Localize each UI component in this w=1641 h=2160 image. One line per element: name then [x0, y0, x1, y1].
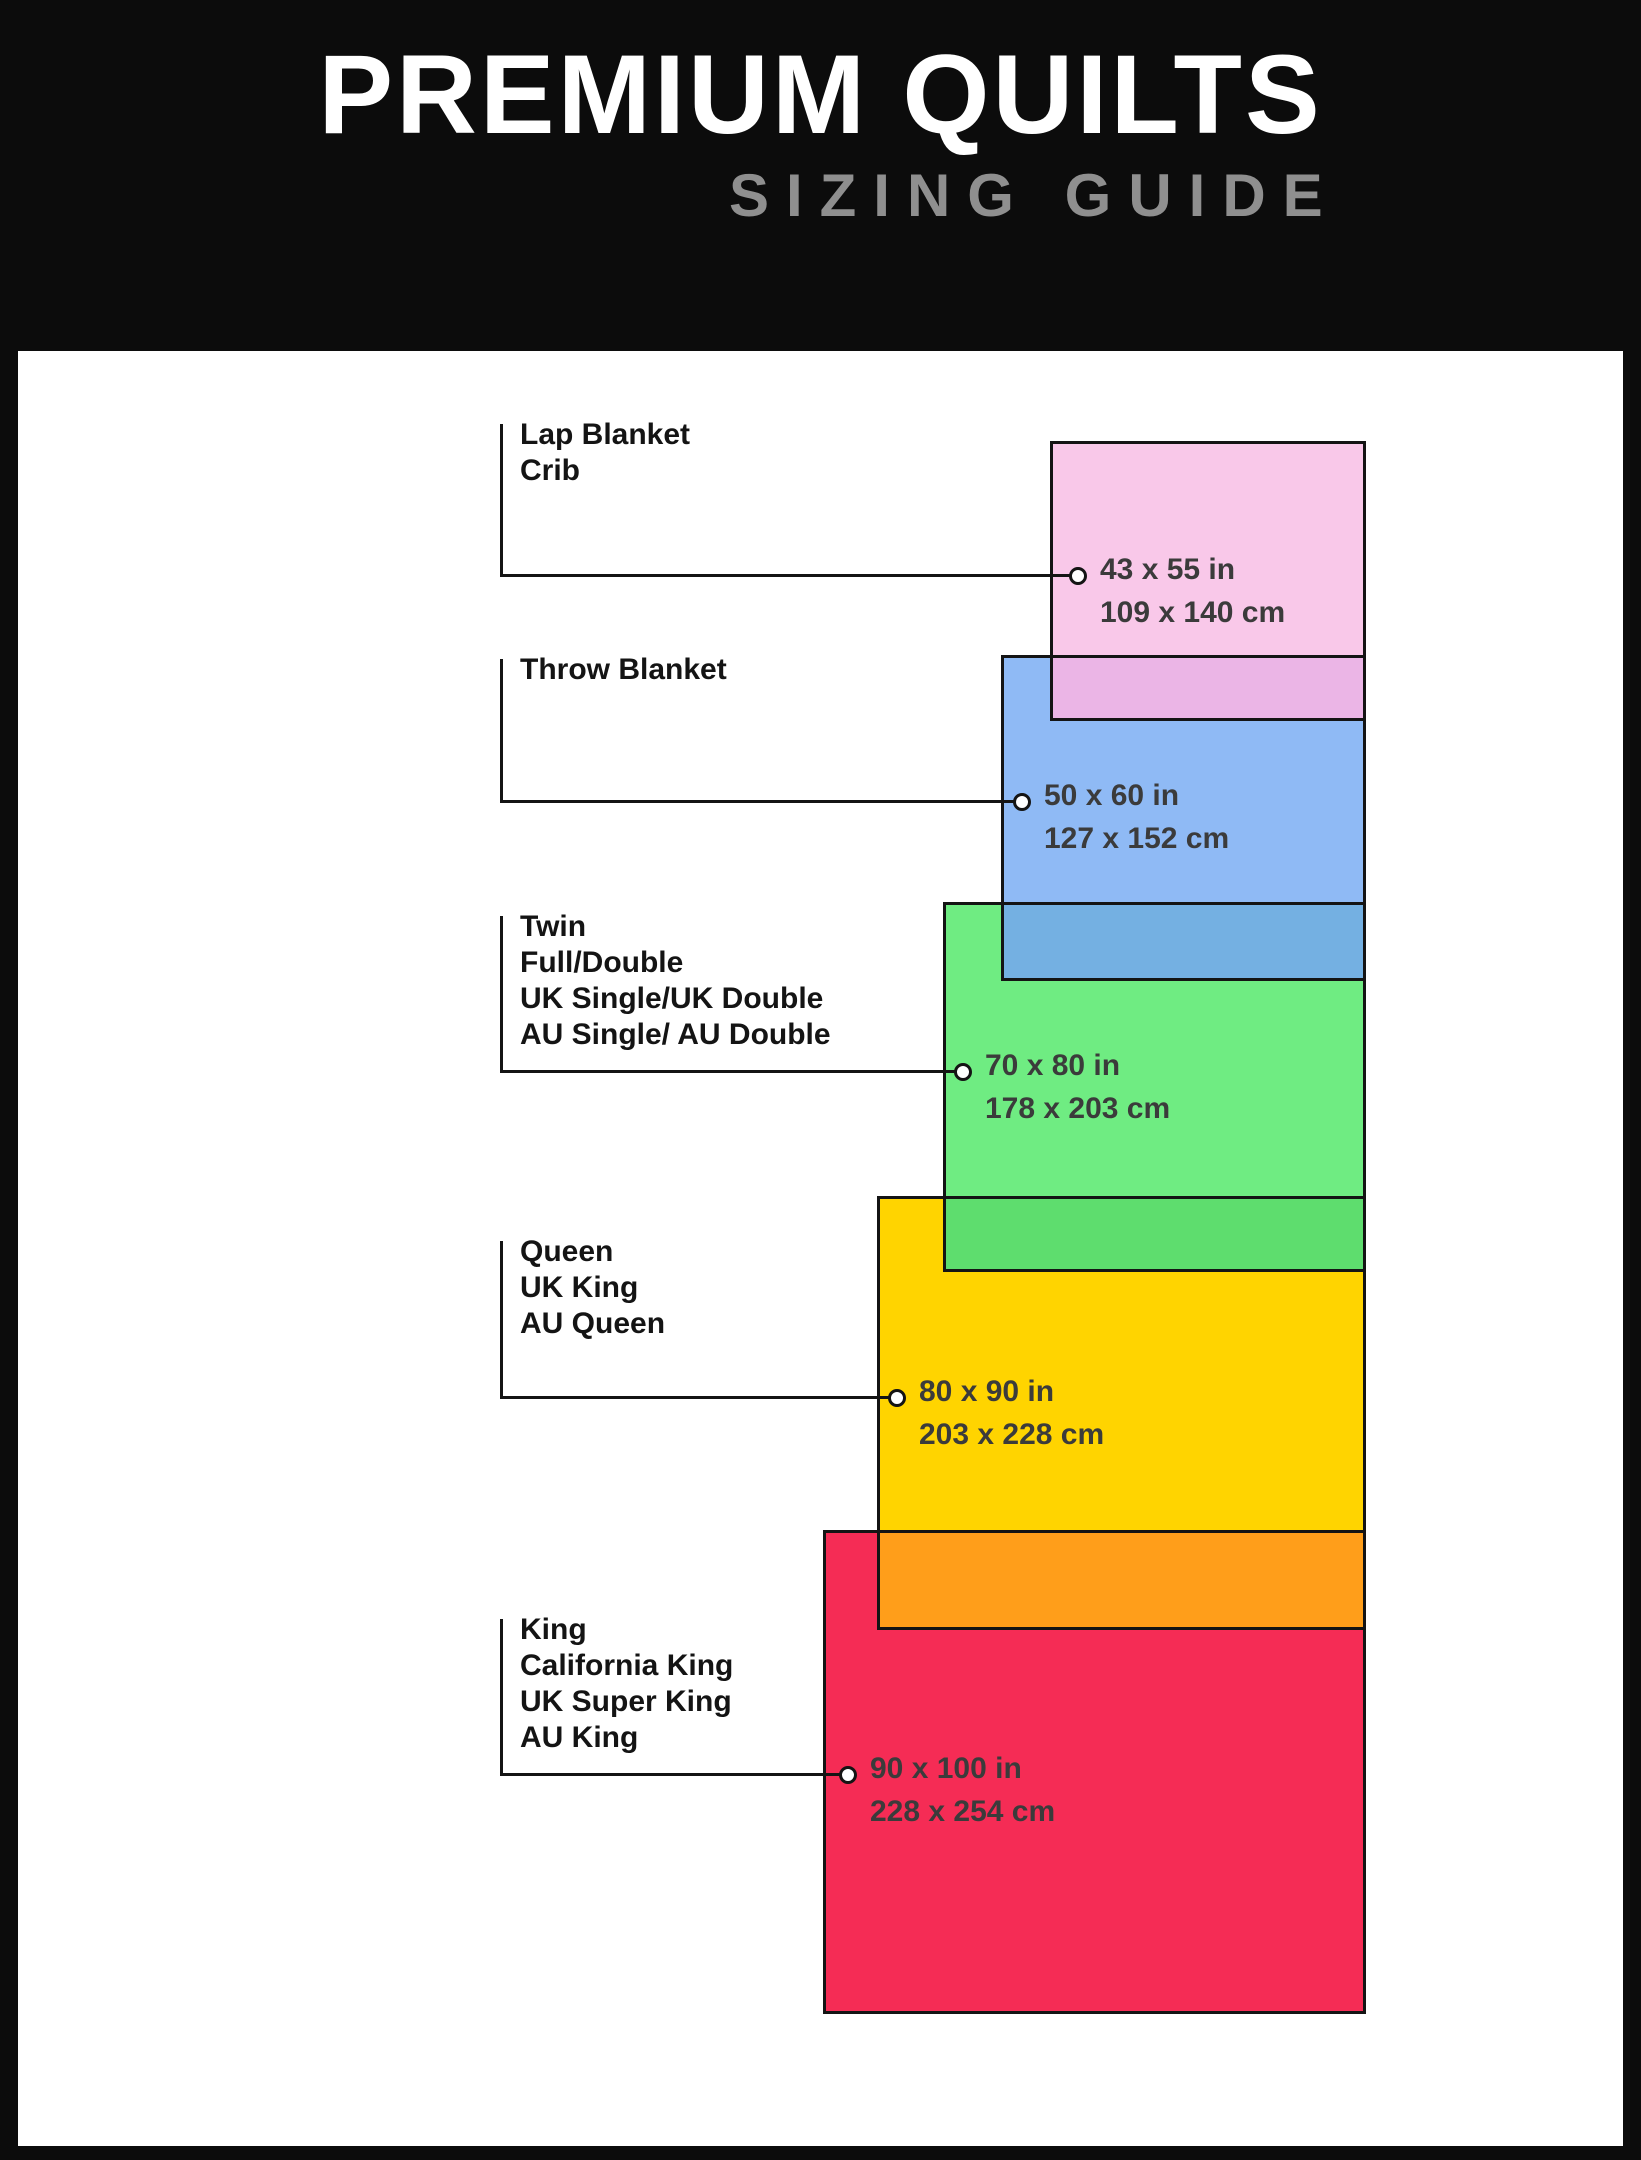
size-cm: 178 x 203 cm [985, 1092, 1171, 1125]
connector-dot-king [839, 1766, 857, 1784]
size-cm: 228 x 254 cm [870, 1795, 1056, 1828]
quilt-name-line: Queen [520, 1235, 614, 1268]
connector-dot-lap-blanket [1069, 567, 1087, 585]
connector-vline-lap-blanket [500, 424, 503, 576]
overlap-band-queen-king [877, 1530, 1366, 1630]
size-annotation-king: 90 x 100 in 228 x 254 cm [870, 1747, 1055, 1833]
quilt-name-line: UK Super King [520, 1685, 732, 1718]
quilt-name-line: UK Single/UK Double [520, 982, 824, 1015]
page-subtitle: SIZING GUIDE [728, 162, 1340, 230]
size-cm: 127 x 152 cm [1044, 822, 1230, 855]
size-inches: 90 x 100 in [870, 1752, 1022, 1785]
size-cm: 109 x 140 cm [1100, 596, 1286, 629]
quilt-name-line: UK King [520, 1271, 639, 1304]
quilt-name-line: Lap Blanket [520, 418, 691, 451]
connector-vline-king [500, 1619, 503, 1775]
size-cm: 203 x 228 cm [919, 1418, 1105, 1451]
label-group-king: King California King UK Super King AU Ki… [520, 1612, 733, 1756]
header-inner: PREMIUM QUILTS SIZING GUIDE [318, 32, 1322, 230]
page-title: PREMIUM QUILTS [318, 32, 1323, 157]
size-annotation-lap-blanket: 43 x 55 in 109 x 140 cm [1100, 548, 1285, 634]
overlap-band-twin-queen [943, 1196, 1366, 1272]
connector-vline-queen [500, 1241, 503, 1398]
quilt-name-line: Twin [520, 910, 587, 943]
connector-dot-queen [888, 1389, 906, 1407]
size-annotation-throw: 50 x 60 in 127 x 152 cm [1044, 774, 1229, 860]
header: PREMIUM QUILTS SIZING GUIDE [0, 32, 1641, 230]
size-inches: 80 x 90 in [919, 1375, 1055, 1408]
quilt-name-line: Crib [520, 454, 580, 487]
connector-dot-twin [954, 1063, 972, 1081]
quilt-name-line: AU Single/ AU Double [520, 1018, 831, 1051]
quilt-name-line: California King [520, 1649, 734, 1682]
size-annotation-twin: 70 x 80 in 178 x 203 cm [985, 1044, 1170, 1130]
label-group-queen: Queen UK King AU Queen [520, 1234, 665, 1342]
connector-hline-queen [500, 1396, 891, 1399]
quilt-name-line: Throw Blanket [520, 653, 727, 686]
quilt-name-line: King [520, 1613, 587, 1646]
diagram-canvas: Lap Blanket Crib Throw Blanket Twin Full… [18, 351, 1623, 2146]
quilt-name-line: AU Queen [520, 1307, 666, 1340]
size-annotation-queen: 80 x 90 in 203 x 228 cm [919, 1370, 1104, 1456]
size-inches: 50 x 60 in [1044, 779, 1180, 812]
label-group-lap-blanket: Lap Blanket Crib [520, 417, 690, 489]
size-inches: 70 x 80 in [985, 1049, 1121, 1082]
label-group-twin: Twin Full/Double UK Single/UK Double AU … [520, 909, 831, 1053]
quilt-name-line: Full/Double [520, 946, 684, 979]
overlap-band-throw-twin [1001, 902, 1366, 981]
connector-hline-throw [500, 800, 1016, 803]
connector-vline-twin [500, 916, 503, 1072]
connector-hline-lap-blanket [500, 574, 1072, 577]
connector-hline-twin [500, 1070, 957, 1073]
quilt-name-line: AU King [520, 1721, 639, 1754]
size-inches: 43 x 55 in [1100, 553, 1236, 586]
overlap-band-lap-throw [1050, 655, 1366, 721]
connector-dot-throw [1013, 793, 1031, 811]
label-group-throw: Throw Blanket [520, 652, 727, 688]
connector-hline-king [500, 1773, 842, 1776]
connector-vline-throw [500, 659, 503, 802]
